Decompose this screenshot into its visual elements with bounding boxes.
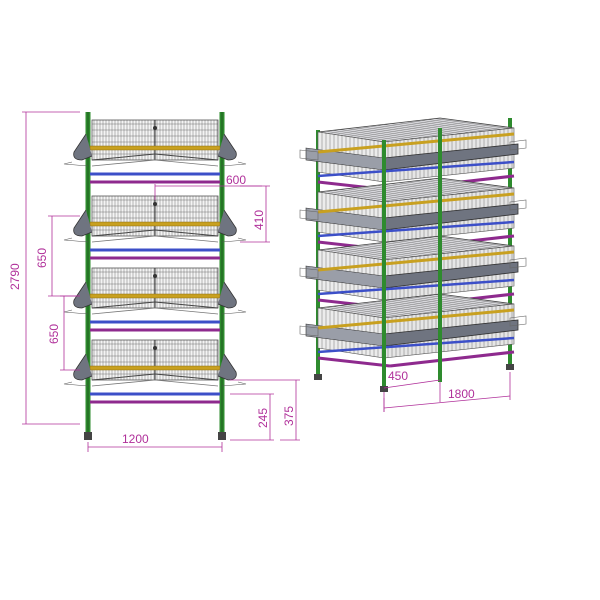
front-tier-2	[63, 195, 247, 260]
dim-bottom-clearance: 245	[256, 408, 270, 428]
door-latch-icon	[153, 126, 157, 130]
right-foot	[218, 432, 226, 440]
dim-base-height: 375	[282, 406, 296, 426]
egg-trough-right	[217, 281, 237, 309]
door-latch-icon	[153, 202, 157, 206]
iso-tier-1	[299, 117, 527, 192]
sloped-floor	[91, 301, 219, 309]
iso-manure-belt	[317, 278, 515, 296]
dim-tier-spacing-lower: 650	[47, 324, 61, 344]
iso-feeder	[317, 250, 515, 272]
dim-tray-width: 600	[226, 173, 246, 187]
egg-trough-right	[217, 353, 237, 381]
door-latch-icon	[153, 274, 157, 278]
feeder-bar	[89, 221, 221, 227]
sloped-floor	[91, 229, 219, 237]
egg-trough-left	[73, 353, 93, 381]
front-view	[63, 112, 247, 440]
dim-length: 1800	[448, 387, 475, 401]
egg-trough-right	[217, 133, 237, 161]
iso-tier-4	[299, 293, 527, 368]
front-tier-3	[63, 267, 247, 332]
iso-feeder	[317, 192, 515, 214]
iso-feeder	[317, 132, 515, 154]
egg-trough-left	[73, 281, 93, 309]
iso-rail	[317, 356, 391, 368]
dim-depth: 450	[388, 369, 408, 383]
egg-trough-left	[73, 209, 93, 237]
front-dimensions: 2790 650 650 600 410 245 375 1	[8, 111, 300, 452]
dim-tier-spacing-upper: 650	[35, 248, 49, 268]
isometric-view	[299, 117, 527, 392]
iso-manure-belt	[317, 336, 515, 354]
iso-tier-3	[299, 235, 527, 310]
iso-feeder	[317, 308, 515, 330]
iso-manure-belt	[317, 220, 515, 238]
egg-trough-right	[217, 209, 237, 237]
sloped-floor	[91, 373, 219, 381]
feeder-bar	[89, 365, 221, 371]
egg-trough-left	[73, 133, 93, 161]
feeder-bar	[89, 145, 221, 151]
feeder-bar	[89, 293, 221, 299]
iso-dimensions: 450 1800	[383, 369, 511, 412]
door-latch-icon	[153, 346, 157, 350]
dim-tray-height: 410	[252, 210, 266, 230]
front-tier-4	[63, 339, 247, 404]
dim-total-height: 2790	[8, 263, 22, 290]
iso-manure-belt	[317, 160, 515, 178]
left-foot	[84, 432, 92, 440]
iso-tier-2	[299, 177, 527, 252]
dim-front-width: 1200	[122, 432, 149, 446]
front-tier-1	[63, 119, 247, 184]
sloped-floor	[91, 153, 219, 161]
